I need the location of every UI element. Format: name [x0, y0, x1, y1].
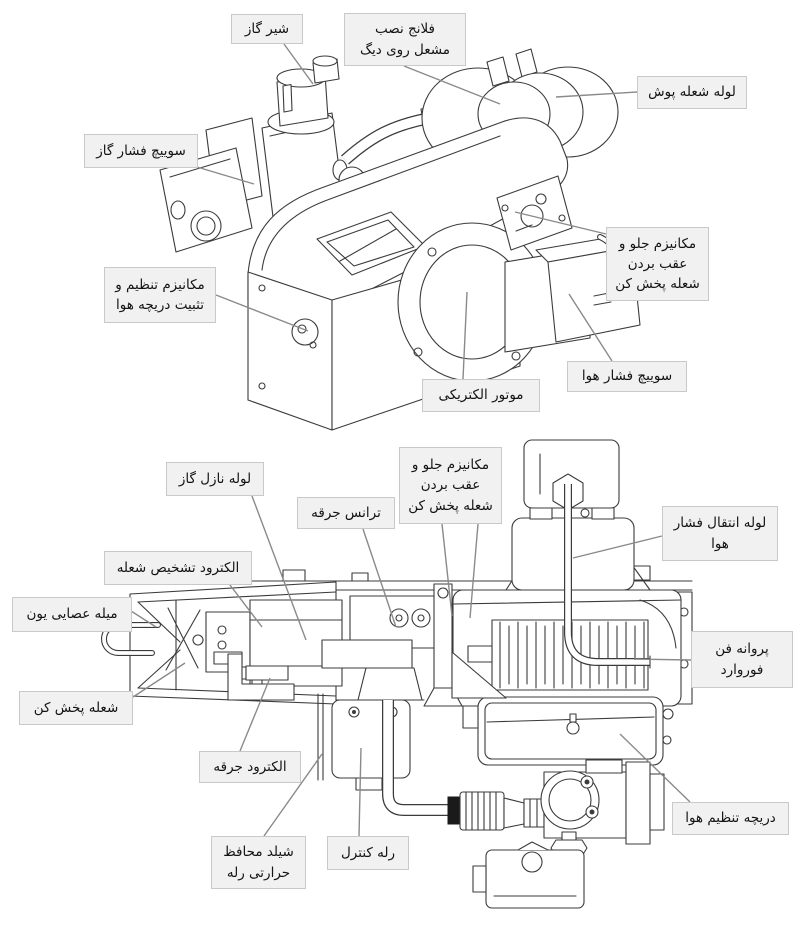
fan-impeller: [467, 619, 649, 691]
leader-line: [283, 43, 314, 85]
label-mounting-flange: فلانج نصب مشعل روی دیگ: [344, 13, 466, 66]
label-diffuser-mechanism-side: مکانیزم جلو و عقب بردن شعله پخش کن: [399, 447, 502, 524]
gas-elbow-pipe: [382, 700, 545, 831]
air-damper-box: [462, 696, 674, 766]
label-control-relay: رله کنترل: [327, 836, 409, 870]
label-ion-rod: میله عصایی یون: [12, 597, 132, 632]
label-relay-heat-shield: شیلد محافظ حرارتی رله: [211, 836, 306, 889]
gas-train: [159, 55, 398, 253]
air-pressure-tube: [564, 484, 651, 669]
label-flame-detection-electrode: الکترود تشخیص شعله: [104, 551, 252, 585]
leader-line: [132, 662, 186, 698]
leader-line: [358, 747, 362, 837]
ignition-transformer: [349, 595, 437, 649]
relay-heat-shield: [317, 693, 324, 781]
burner-body-left: [247, 271, 333, 431]
leader-line: [196, 166, 255, 185]
leader-line: [555, 91, 638, 98]
label-damper-mechanism: مکانیزم تنظیم و تثبیت دریچه هوا: [104, 267, 216, 323]
label-gas-nozzle-tube: لوله نازل گاز: [166, 462, 264, 496]
control-relay: [331, 699, 411, 791]
leader-line: [263, 753, 323, 837]
top-burner-illustration: [159, 48, 641, 431]
leader-line: [441, 523, 453, 617]
leader-line: [514, 211, 607, 235]
label-flame-diffuser: شعله پخش کن: [19, 691, 133, 725]
solenoid-block: [472, 841, 585, 909]
leader-line: [568, 293, 613, 362]
fan-motor: [497, 439, 659, 591]
leader-line: [130, 610, 157, 628]
side-burner-illustration: [101, 439, 693, 909]
leader-line: [251, 495, 307, 641]
label-diffuser-mechanism-top: مکانیزم جلو و عقب بردن شعله پخش کن: [606, 227, 709, 301]
leader-line: [403, 65, 501, 105]
leader-line: [239, 677, 271, 752]
label-air-pressure-tube: لوله انتقال فشار هوا: [662, 506, 778, 561]
label-ignition-transformer: ترانس جرقه: [297, 497, 395, 529]
leader-line: [462, 291, 468, 380]
leader-line: [229, 584, 263, 628]
label-gas-pressure-switch: سوییچ فشار گاز: [84, 134, 198, 168]
label-air-damper: دریچه تنظیم هوا: [672, 802, 789, 835]
label-flame-tube: لوله شعله پوش: [637, 76, 747, 109]
leader-line: [633, 658, 692, 661]
flame-diffuser-blades: [165, 599, 201, 691]
label-ignition-electrode: الکترود جرقه: [199, 751, 301, 783]
label-gas-valve: شیر گاز: [231, 14, 303, 44]
leader-lines: [130, 43, 692, 837]
leader-line: [362, 528, 397, 628]
label-air-pressure-switch: سوییچ فشار هوا: [567, 361, 687, 392]
bottom-gas-valve: [540, 759, 665, 857]
leader-line: [619, 733, 691, 803]
leader-line: [572, 535, 663, 559]
leader-line: [215, 294, 309, 332]
label-electric-motor: موتور الکتریکی: [422, 379, 540, 412]
label-fan-impeller: پروانه فن فوروارد: [691, 631, 793, 688]
leader-line: [469, 523, 479, 619]
